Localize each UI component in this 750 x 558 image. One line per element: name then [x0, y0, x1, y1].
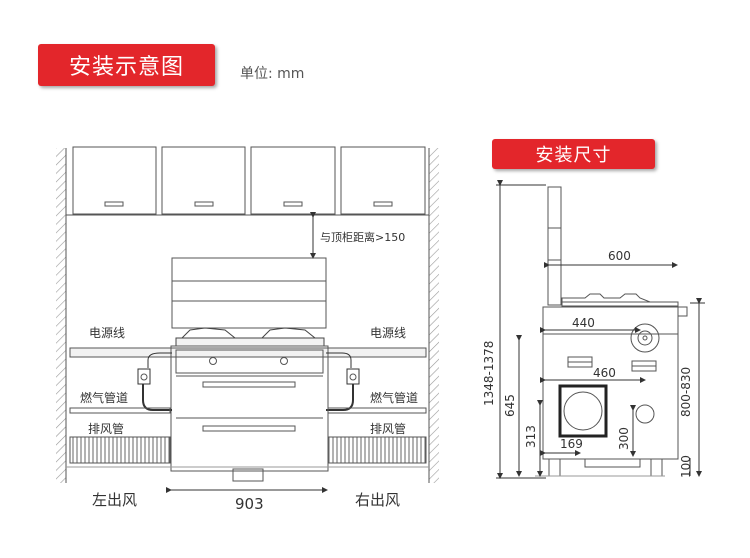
vent-label-right: 排风管: [370, 421, 406, 436]
power-label-right: 电源线: [370, 326, 406, 340]
socket-left: [137, 368, 151, 385]
width-dimension-label: 903: [235, 495, 264, 513]
hood-chimney: [547, 186, 562, 306]
dim-300: 300: [617, 427, 631, 450]
page-title-badge: 安装示意图: [38, 44, 215, 86]
right-diagram: [496, 180, 705, 479]
vent-label-left: 排风管: [88, 421, 124, 436]
dim-600: 600: [608, 249, 631, 263]
countertop: [69, 347, 427, 358]
unit-label: 单位: mm: [240, 66, 305, 82]
wall-cabinets: [72, 146, 426, 215]
left-diagram: [56, 146, 439, 493]
socket-right: [346, 368, 360, 385]
dim-645: 645: [503, 394, 517, 417]
gas-outlet-box: [558, 384, 608, 438]
outlet-label-left: 左出风: [92, 491, 137, 509]
gas-label-left: 燃气管道: [80, 390, 128, 405]
dim-440: 440: [572, 316, 595, 330]
top-distance-label: 与顶柜距离>150: [320, 230, 405, 244]
dim-169: 169: [560, 437, 583, 451]
section-title-badge: 安装尺寸: [492, 139, 655, 169]
dim-100: 100: [679, 455, 693, 478]
left-wall: [56, 148, 66, 483]
vent-left: [69, 436, 171, 464]
outlet-label-right: 右出风: [355, 491, 400, 509]
power-label-left: 电源线: [89, 326, 125, 340]
stove-body: [170, 345, 329, 482]
burners: [175, 327, 325, 347]
dim-460: 460: [593, 366, 616, 380]
right-wall: [429, 148, 439, 483]
dim-800-830: 800-830: [679, 367, 693, 417]
vent-right: [327, 436, 427, 464]
gas-label-right: 燃气管道: [370, 390, 418, 405]
range-hood: [171, 257, 327, 329]
dim-total-height: 1348-1378: [482, 341, 496, 406]
dim-313: 313: [524, 425, 538, 448]
